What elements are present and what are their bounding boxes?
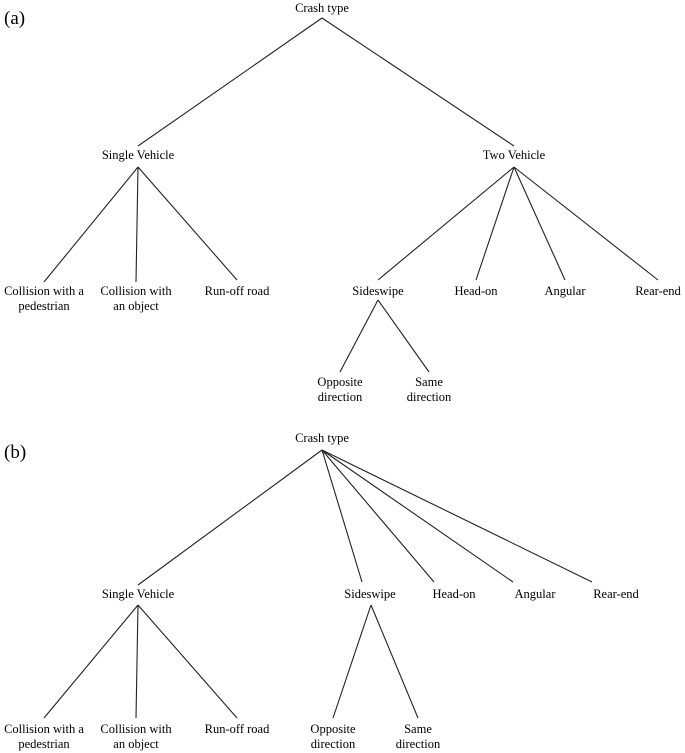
edge-a-two-side bbox=[377, 166, 515, 281]
edge-b-root-rear bbox=[321, 449, 593, 583]
node-a-rear: Rear-end bbox=[635, 284, 681, 298]
node-line: Head-on bbox=[432, 587, 476, 601]
edge-a-two-head bbox=[475, 166, 515, 281]
panel-a-edges bbox=[43, 17, 659, 373]
node-b-side: Sideswipe bbox=[344, 587, 396, 601]
node-line: Crash type bbox=[295, 431, 349, 445]
node-line: Crash type bbox=[295, 1, 349, 15]
edge-b-root-ang bbox=[321, 449, 514, 583]
edge-b-root-head bbox=[321, 449, 435, 583]
node-line: direction bbox=[318, 390, 363, 404]
node-b-head: Head-on bbox=[432, 587, 476, 601]
node-line: Sideswipe bbox=[352, 284, 404, 298]
edge-b-side-same bbox=[370, 604, 419, 719]
node-line: Rear-end bbox=[593, 587, 639, 601]
node-a-run: Run-off road bbox=[205, 284, 270, 298]
node-line: Angular bbox=[515, 587, 557, 601]
node-line: Sideswipe bbox=[344, 587, 396, 601]
node-a-root: Crash type bbox=[295, 1, 349, 15]
panel-b-label: (b) bbox=[4, 442, 26, 463]
node-b-root: Crash type bbox=[295, 431, 349, 445]
panel-a-label: (a) bbox=[4, 8, 25, 29]
node-line: pedestrian bbox=[18, 737, 70, 751]
node-line: Opposite bbox=[317, 375, 363, 389]
edge-a-single-obj bbox=[135, 166, 139, 283]
edge-a-single-ped bbox=[43, 166, 139, 283]
node-b-single: Single Vehicle bbox=[102, 587, 175, 601]
edge-a-two-ang bbox=[513, 166, 566, 281]
node-line: direction bbox=[396, 737, 441, 751]
node-line: Collision with a bbox=[4, 722, 84, 736]
node-a-ang: Angular bbox=[545, 284, 587, 298]
edge-a-root-single bbox=[137, 17, 323, 147]
node-line: Collision with bbox=[100, 284, 172, 298]
node-a-side: Sideswipe bbox=[352, 284, 404, 298]
node-line: an object bbox=[113, 737, 159, 751]
node-line: Single Vehicle bbox=[102, 148, 175, 162]
node-b-ang: Angular bbox=[515, 587, 557, 601]
node-line: an object bbox=[113, 299, 159, 313]
edge-a-single-run bbox=[137, 166, 238, 281]
node-line: Same bbox=[404, 722, 432, 736]
node-line: Two Vehicle bbox=[483, 148, 546, 162]
node-line: Run-off road bbox=[205, 722, 270, 736]
node-b-rear: Rear-end bbox=[593, 587, 639, 601]
node-line: direction bbox=[311, 737, 356, 751]
node-a-head: Head-on bbox=[454, 284, 498, 298]
node-line: Collision with bbox=[100, 722, 172, 736]
node-line: Single Vehicle bbox=[102, 587, 175, 601]
edge-a-root-two bbox=[321, 17, 515, 147]
edge-b-single-run bbox=[137, 604, 238, 719]
edge-b-root-single bbox=[137, 449, 323, 586]
edge-a-two-rear bbox=[513, 166, 659, 281]
node-line: Same bbox=[415, 375, 443, 389]
node-line: Run-off road bbox=[205, 284, 270, 298]
node-line: Angular bbox=[545, 284, 587, 298]
node-a-single: Single Vehicle bbox=[102, 148, 175, 162]
node-line: Rear-end bbox=[635, 284, 681, 298]
node-line: Collision with a bbox=[4, 284, 84, 298]
edge-b-single-obj bbox=[135, 604, 139, 719]
node-line: Head-on bbox=[454, 284, 498, 298]
node-line: Opposite bbox=[310, 722, 356, 736]
edge-b-single-ped bbox=[43, 604, 139, 719]
node-line: direction bbox=[407, 390, 452, 404]
edge-a-side-opp bbox=[339, 299, 379, 373]
panel-b-edges bbox=[43, 449, 593, 719]
edge-b-root-side bbox=[321, 449, 363, 583]
node-b-run: Run-off road bbox=[205, 722, 270, 736]
edge-a-side-same bbox=[377, 299, 430, 373]
node-a-two: Two Vehicle bbox=[483, 148, 546, 162]
node-line: pedestrian bbox=[18, 299, 70, 313]
edge-b-side-opp bbox=[332, 604, 372, 719]
